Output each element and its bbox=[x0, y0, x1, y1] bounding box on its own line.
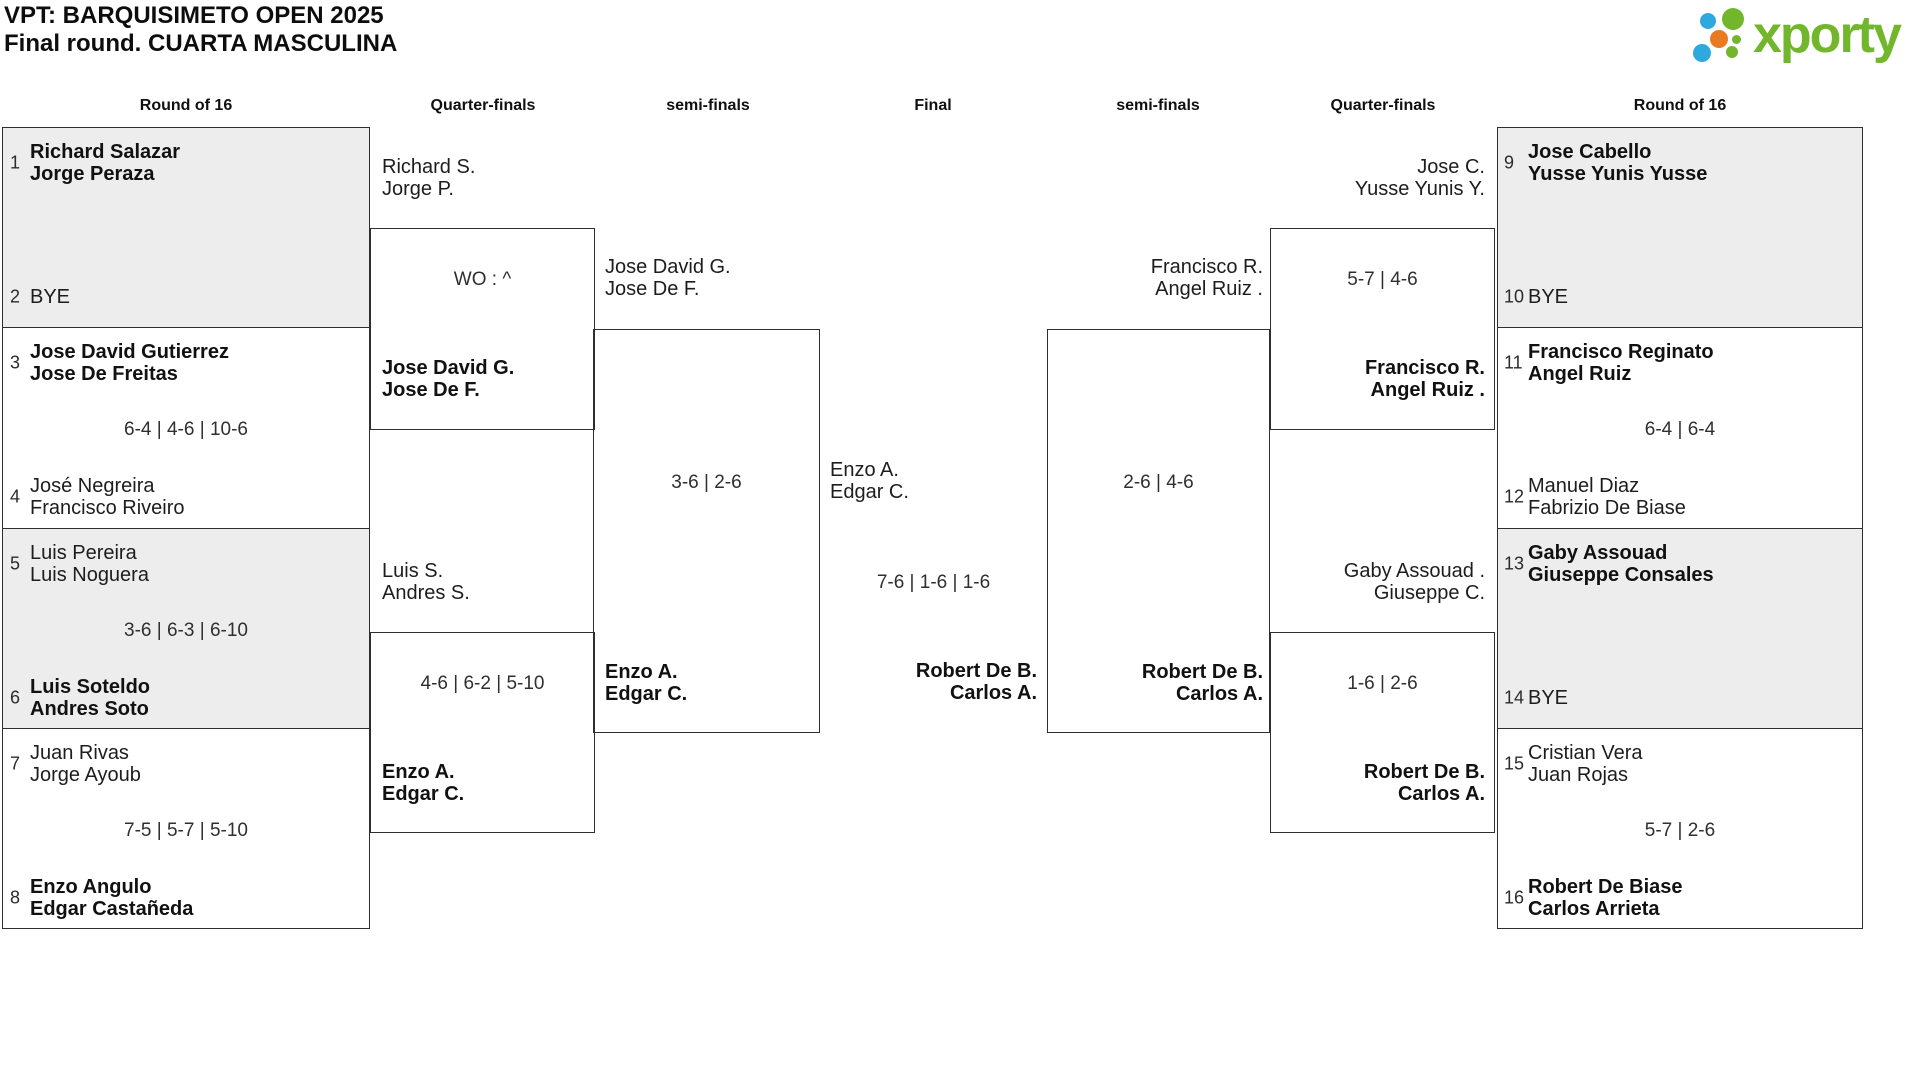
qf-left-top-winner[interactable]: Jose David G.Jose De F. bbox=[382, 357, 515, 401]
seed-3: 3 bbox=[10, 352, 21, 373]
r16-left-match-5-6-box bbox=[2, 528, 370, 729]
qf-left-top-team1[interactable]: Richard S.Jorge P. bbox=[382, 156, 476, 200]
sf-left-score: 3-6 | 2-6 bbox=[671, 472, 742, 493]
logo-dot-green-small-icon bbox=[1726, 46, 1738, 58]
logo-dot-blue-small-icon bbox=[1700, 13, 1716, 29]
sf-left-team1[interactable]: Jose David G.Jose De F. bbox=[605, 256, 731, 300]
match-3-4-score: 6-4 | 4-6 | 10-6 bbox=[124, 419, 248, 440]
header-round-of-16-right: Round of 16 bbox=[1633, 97, 1727, 114]
seed-6: 6 bbox=[10, 687, 21, 708]
seed-12: 12 bbox=[1504, 486, 1525, 507]
logo-dot-orange-icon bbox=[1710, 30, 1728, 48]
final-winner[interactable]: Robert De B.Carlos A. bbox=[915, 660, 1037, 704]
team-bye-2: BYE bbox=[30, 286, 71, 308]
r16-left-match-3-4-box bbox=[2, 327, 370, 529]
seed-8: 8 bbox=[10, 887, 21, 908]
qf-right-bottom-box bbox=[1270, 632, 1495, 833]
r16-left-match-7-8-box bbox=[2, 728, 370, 929]
sf-left-box bbox=[593, 329, 820, 733]
header-quarter-finals-right: Quarter-finals bbox=[1330, 97, 1436, 114]
r16-left-match-1-2-box bbox=[2, 127, 370, 328]
seed-9: 9 bbox=[1504, 152, 1515, 173]
r16-right-match-9-10-box bbox=[1497, 127, 1863, 328]
seed-5: 5 bbox=[10, 553, 21, 574]
seed-4: 4 bbox=[10, 486, 21, 507]
sf-right-score: 2-6 | 4-6 bbox=[1123, 472, 1194, 493]
r16-right-match-15-16-box bbox=[1497, 728, 1863, 929]
team-bye-10: BYE bbox=[1528, 286, 1569, 308]
logo-dot-blue-medium-icon bbox=[1693, 44, 1711, 62]
final-score: 7-6 | 1-6 | 1-6 bbox=[876, 572, 991, 593]
seed-14: 14 bbox=[1504, 687, 1525, 708]
match-7-8-score: 7-5 | 5-7 | 5-10 bbox=[124, 820, 248, 841]
logo-dot-green-tiny-icon bbox=[1732, 35, 1741, 44]
match-15-16-score: 5-7 | 2-6 bbox=[1644, 820, 1716, 841]
qf-right-bottom-score: 1-6 | 2-6 bbox=[1347, 673, 1418, 694]
seed-7: 7 bbox=[10, 753, 21, 774]
seed-11: 11 bbox=[1504, 352, 1523, 373]
qf-left-bottom-team1[interactable]: Luis S.Andres S. bbox=[382, 560, 470, 604]
qf-right-top-team1[interactable]: Jose C.Yusse Yunis Y. bbox=[1354, 156, 1485, 200]
qf-right-top-score: 5-7 | 4-6 bbox=[1347, 269, 1418, 290]
r16-right-match-13-14-box bbox=[1497, 528, 1863, 729]
seed-2: 2 bbox=[10, 286, 21, 307]
tournament-title: VPT: BARQUISIMETO OPEN 2025 bbox=[4, 2, 384, 29]
logo-dot-green-large-icon bbox=[1722, 8, 1744, 30]
qf-right-top-winner[interactable]: Francisco R.Angel Ruiz . bbox=[1364, 357, 1485, 401]
seed-15: 15 bbox=[1504, 753, 1525, 774]
header-round-of-16-left: Round of 16 bbox=[139, 97, 233, 114]
final-team1[interactable]: Enzo A.Edgar C. bbox=[830, 459, 909, 503]
logo-wordmark: xporty bbox=[1753, 6, 1902, 64]
sf-right-winner[interactable]: Robert De B.Carlos A. bbox=[1141, 661, 1263, 705]
sf-right-team1[interactable]: Francisco R.Angel Ruiz . bbox=[1150, 256, 1263, 300]
header-quarter-finals-left: Quarter-finals bbox=[430, 97, 536, 114]
sf-right-box bbox=[1047, 329, 1270, 733]
qf-left-bottom-winner[interactable]: Enzo A.Edgar C. bbox=[382, 761, 465, 805]
seed-1: 1 bbox=[10, 152, 21, 173]
qf-right-bottom-winner[interactable]: Robert De B.Carlos A. bbox=[1363, 761, 1485, 805]
qf-right-bottom-team1[interactable]: Gaby Assouad .Giuseppe C. bbox=[1343, 560, 1485, 604]
header-semi-finals-right: semi-finals bbox=[1116, 97, 1200, 114]
qf-left-top-score: WO : ^ bbox=[453, 269, 512, 290]
qf-left-bottom-score: 4-6 | 6-2 | 5-10 bbox=[420, 673, 545, 694]
seed-10: 10 bbox=[1504, 286, 1525, 307]
match-11-12-score: 6-4 | 6-4 bbox=[1644, 419, 1716, 440]
sf-left-winner[interactable]: Enzo A.Edgar C. bbox=[605, 661, 688, 705]
seed-13: 13 bbox=[1504, 553, 1525, 574]
r16-right-match-11-12-box bbox=[1497, 327, 1863, 529]
team-bye-14: BYE bbox=[1528, 687, 1569, 709]
match-5-6-score: 3-6 | 6-3 | 6-10 bbox=[124, 620, 248, 641]
seed-16: 16 bbox=[1504, 887, 1525, 908]
qf-right-top-box bbox=[1270, 228, 1495, 430]
round-subtitle: Final round. CUARTA MASCULINA bbox=[4, 30, 398, 57]
header-final: Final bbox=[914, 97, 952, 114]
page-title: VPT: BARQUISIMETO OPEN 2025 Final round.… bbox=[4, 2, 397, 58]
header-semi-finals-left: semi-finals bbox=[666, 97, 750, 114]
